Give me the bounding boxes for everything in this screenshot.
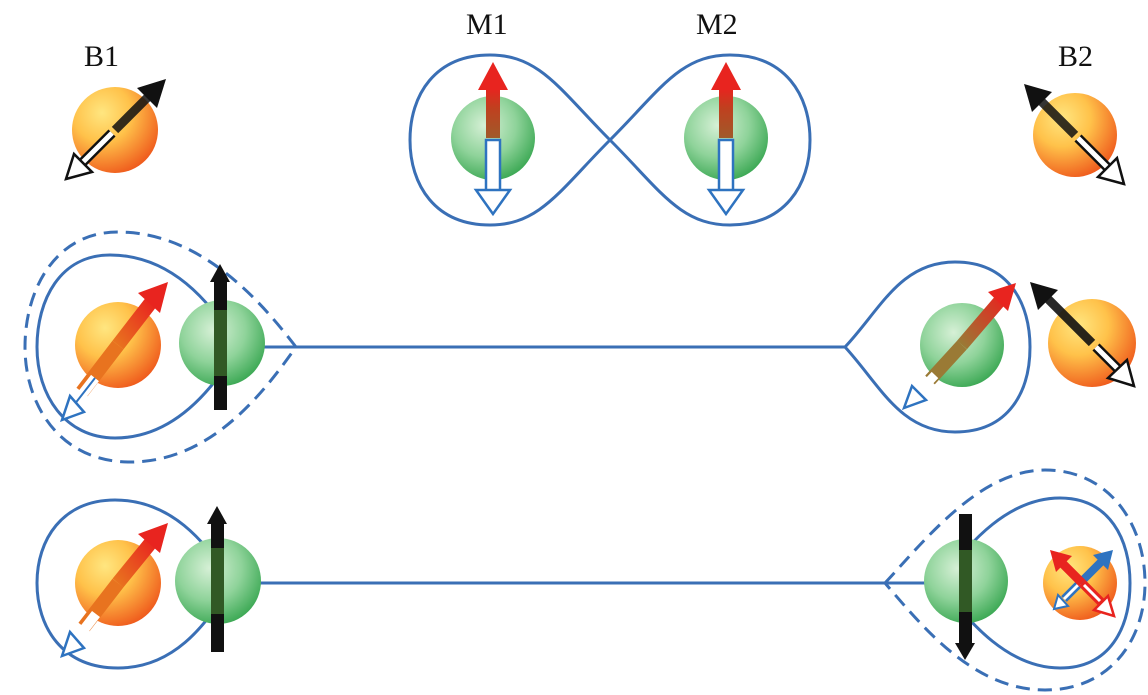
figure-eight-loop: [408, 53, 812, 227]
b1-spin-orb: [64, 79, 166, 181]
dashed-loop-left: [23, 230, 298, 464]
row2-left-green-orb: [179, 264, 265, 410]
label-m2: M2: [696, 8, 738, 41]
row3-solid-loop-right: [938, 496, 1132, 670]
dashed-loop-right: [882, 468, 1147, 692]
m2-spin-orb: [684, 62, 768, 217]
label-b2: B2: [1058, 40, 1093, 73]
row2-right-spin-orb: [1030, 282, 1136, 388]
label-b1: B1: [84, 40, 119, 73]
row2-right-green-orb: [901, 283, 1016, 411]
solid-loop-right: [842, 260, 1032, 434]
row3-right-green-orb: [924, 514, 1008, 660]
row3-left-spin-orb: [59, 523, 168, 659]
m1-spin-orb: [451, 62, 535, 217]
row3-solid-loop-left: [35, 498, 234, 670]
solid-loop-left: [35, 253, 845, 440]
row2-left-spin-orb: [59, 282, 168, 423]
row3-right-spin-orb: [1043, 546, 1117, 620]
label-m1: M1: [466, 8, 508, 41]
row3-left-green-orb: [175, 506, 261, 652]
b2-spin-orb: [1024, 84, 1126, 186]
